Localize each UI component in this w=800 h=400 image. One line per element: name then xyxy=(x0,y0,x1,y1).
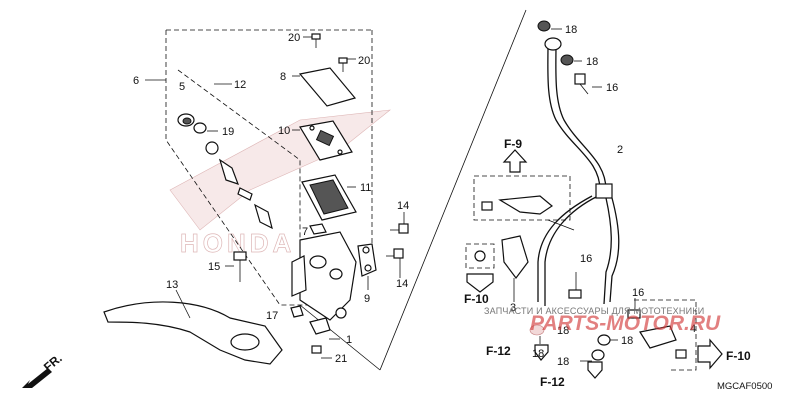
callout-15: 15 xyxy=(208,261,220,273)
diaphragm xyxy=(301,174,357,221)
reservoir-cap xyxy=(292,67,357,107)
callout-3: 3 xyxy=(510,302,516,314)
callout-19: 19 xyxy=(222,126,234,138)
front-direction-arrow: FR. xyxy=(22,351,65,388)
callout-20-right: 20 xyxy=(358,55,370,67)
callout-6: 6 xyxy=(133,75,139,87)
ref-f10-left: F-10 xyxy=(464,292,489,306)
callout-14-upper: 14 xyxy=(397,200,409,212)
callout-21: 21 xyxy=(335,353,347,365)
f12-arrow-left xyxy=(534,344,549,361)
ref-f12-left: F-12 xyxy=(486,344,511,358)
clamp-bolt-lower xyxy=(386,248,404,278)
ref-f10-right: F-10 xyxy=(726,349,751,363)
callout-10: 10 xyxy=(278,125,290,137)
callout-11: 11 xyxy=(360,182,371,194)
callout-8: 8 xyxy=(280,71,286,83)
brake-hose xyxy=(537,37,620,306)
brake-lever xyxy=(103,289,283,365)
washer-top-a xyxy=(537,20,562,32)
lever-pivot-bolt xyxy=(225,251,247,282)
washer-top-b xyxy=(560,54,582,66)
callout-13: 13 xyxy=(166,279,178,291)
piston-boot xyxy=(177,113,195,127)
banjo-bolt-top xyxy=(574,73,602,95)
f9-reference xyxy=(473,149,575,231)
watermark-logo: PARTS-MOTOR.RU xyxy=(530,312,721,335)
washer-lower-a xyxy=(529,324,545,344)
callout-20-top: 20 xyxy=(288,32,300,44)
diaphragm-plate xyxy=(292,120,353,161)
callout-4: 4 xyxy=(690,323,696,335)
callout-2: 2 xyxy=(617,144,623,156)
circlip xyxy=(193,122,218,134)
ref-f12-bottom: F-12 xyxy=(540,375,565,389)
callout-17: 17 xyxy=(266,310,278,322)
callout-18-low-c: 18 xyxy=(557,356,569,368)
f10-left-reference xyxy=(465,235,529,302)
switch-screw xyxy=(311,345,332,359)
callout-12: 12 xyxy=(234,79,246,91)
piston-set xyxy=(205,141,273,230)
clamp-bolt-upper xyxy=(390,212,409,234)
callout-18-low-a: 18 xyxy=(557,325,569,337)
ref-f9: F-9 xyxy=(504,137,522,151)
master-cylinder-body xyxy=(291,225,357,321)
callout-18-top-a: 18 xyxy=(565,24,577,36)
callout-18-low-d: 18 xyxy=(621,335,633,347)
callout-7: 7 xyxy=(302,226,308,238)
callout-9: 9 xyxy=(364,293,370,305)
callout-16-low: 16 xyxy=(632,287,644,299)
callout-14-lower: 14 xyxy=(396,278,408,290)
callout-16-mid: 16 xyxy=(580,253,592,265)
screw-right xyxy=(338,57,356,72)
watermark-tagline: ЗАПЧАСТИ И АКСЕССУАРЫ ДЛЯ МОТОТЕХНИКИ xyxy=(484,306,705,316)
handlebar-clamp xyxy=(357,243,377,290)
stop-switch xyxy=(309,317,340,340)
master-cylinder-frame xyxy=(145,29,373,306)
bracket-screw xyxy=(309,223,327,235)
hose-clamp-bolt-a xyxy=(568,272,582,299)
callout-5: 5 xyxy=(179,81,185,93)
washer-lower-c xyxy=(580,349,605,362)
diagram-code: MGCAF0500 xyxy=(717,381,773,392)
washer-lower-b xyxy=(597,334,618,346)
callout-16-top: 16 xyxy=(606,82,618,94)
callout-18-top-b: 18 xyxy=(586,56,598,68)
callout-1: 1 xyxy=(346,334,352,346)
nut xyxy=(290,305,304,318)
separator-line xyxy=(379,9,527,371)
callout-18-low-b: 18 xyxy=(532,348,544,360)
screw-top xyxy=(303,33,321,48)
f10-right-reference xyxy=(634,299,723,371)
f12-arrow-bottom xyxy=(587,361,603,379)
